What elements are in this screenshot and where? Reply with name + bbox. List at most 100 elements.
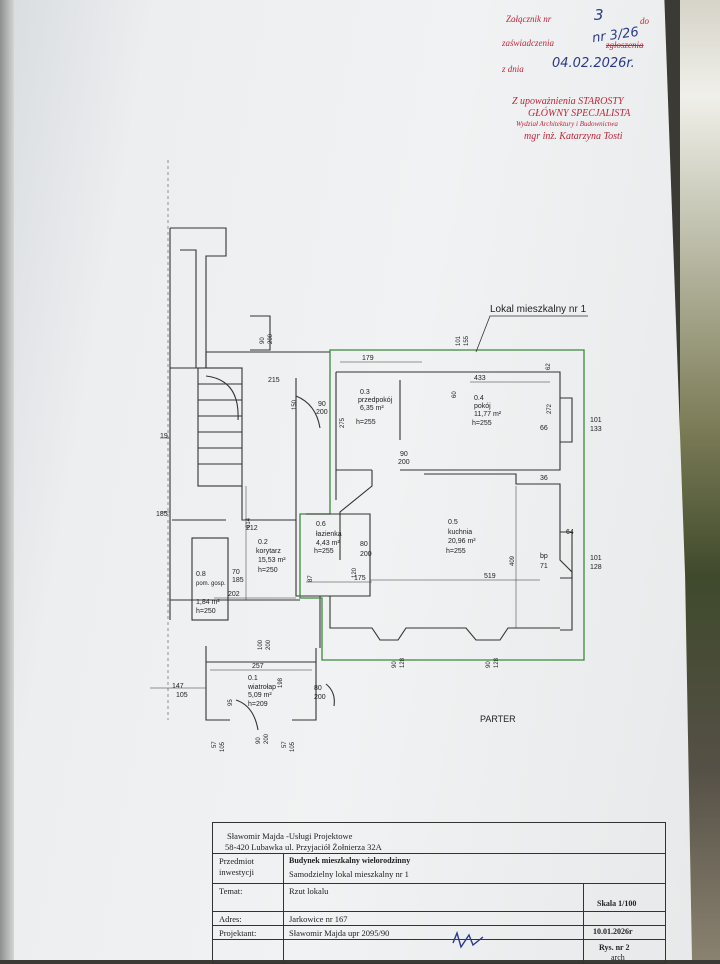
document-sheet <box>2 0 692 960</box>
dim-272: 272 <box>547 403 553 414</box>
dim-bp: bp <box>540 553 548 560</box>
investment-line-1: Budynek mieszkalny wielorodzinny <box>289 856 411 865</box>
dim-60: 60 <box>452 391 458 398</box>
authorization-name: mgr inż. Katarzyna Tosti <box>524 131 623 142</box>
dim-179: 179 <box>362 355 374 362</box>
document-date: 10.01.2026r <box>593 927 633 936</box>
dim-155-v: 155 <box>464 335 470 346</box>
room-0-8-height: h=250 <box>196 608 216 615</box>
room-0-3-area: 6,35 m² <box>360 405 384 412</box>
date-value: 04.02.2026r. <box>552 56 635 71</box>
sheet-edge-shadow <box>0 0 14 960</box>
room-0-5-area: 20,96 m² <box>448 538 476 545</box>
room-0-4-area: 11,77 m² <box>474 411 502 418</box>
address-label: Adres: <box>219 914 242 924</box>
row-divider <box>213 939 665 940</box>
dim-519: 519 <box>484 573 496 580</box>
label-column-divider <box>283 853 284 963</box>
date-label: z dnia <box>502 64 524 74</box>
dim-90-a: 90 <box>318 401 326 408</box>
dim-128: 128 <box>590 564 602 571</box>
dim-101-b: 101 <box>590 555 602 562</box>
room-0-8-id: 0.8 <box>196 571 206 578</box>
dim-36: 36 <box>540 475 548 482</box>
dim-215: 215 <box>268 377 280 384</box>
room-0-6-area: 4,43 m² <box>316 540 340 547</box>
dim-90-w2: 90 <box>486 661 492 668</box>
dim-62: 62 <box>546 363 552 370</box>
room-0-2-id: 0.2 <box>258 539 268 546</box>
dim-175: 175 <box>354 575 366 582</box>
dim-64: 64 <box>566 529 574 536</box>
room-0-1-name: wiatrołap <box>247 684 276 691</box>
dim-87: 87 <box>308 575 314 582</box>
row-divider <box>213 925 665 926</box>
room-0-8-name: pom. gosp. <box>196 581 226 587</box>
room-0-1-height: h=209 <box>248 701 268 708</box>
room-0-4-name: pokój <box>474 403 491 410</box>
dim-433: 433 <box>474 375 486 382</box>
investment-label: Przedmiot inwestycji <box>219 856 254 877</box>
dim-71: 71 <box>540 563 548 570</box>
address-value: Jarkowice nr 167 <box>289 914 348 924</box>
dim-147: 147 <box>172 683 184 690</box>
dim-200-b: 200 <box>398 459 410 466</box>
do-label: do <box>640 16 649 26</box>
dim-200-c: 200 <box>360 551 372 558</box>
dim-614: 614 <box>246 517 252 528</box>
dim-90-v: 90 <box>260 337 266 344</box>
row-divider <box>213 911 665 912</box>
room-0-6-height: h=255 <box>314 548 334 555</box>
attachment-label: Załącznik nr <box>506 14 552 24</box>
room-0-2-name: korytarz <box>256 548 281 555</box>
floor-plan-drawing: Lokal mieszkalny nr 1 PARTER 0.3 przedpo… <box>156 304 602 752</box>
title-block: Sławomir Majda -Usługi Projektowe 58-420… <box>212 822 666 964</box>
dim-200-v3: 200 <box>264 733 270 744</box>
firm-name: Sławomir Majda -Usługi Projektowe <box>227 831 353 841</box>
dim-185-a: 185 <box>156 511 168 518</box>
dim-101-a: 101 <box>590 417 602 424</box>
drawing-number: Rys. nr 2 <box>599 943 630 952</box>
dim-212: 212 <box>246 525 258 532</box>
row-divider <box>213 853 665 854</box>
dim-200-v: 200 <box>268 333 274 344</box>
room-0-5-height: h=255 <box>446 548 466 555</box>
dim-90-b: 90 <box>400 451 408 458</box>
designer-signature <box>452 930 484 949</box>
dim-19: 19 <box>160 433 168 440</box>
room-0-5-name: kuchnia <box>448 529 472 536</box>
dim-100-v: 100 <box>258 639 264 650</box>
dim-66: 66 <box>540 425 548 432</box>
dim-90-w1: 90 <box>392 661 398 668</box>
unit-label: Lokal mieszkalny nr 1 <box>490 304 587 315</box>
dim-202: 202 <box>228 591 240 598</box>
dim-275: 275 <box>340 417 346 428</box>
dim-128-w1: 128 <box>400 657 406 668</box>
firm-address: 58-420 Lubawka ul. Przyjaciół Żołnierza … <box>225 842 382 852</box>
room-0-1-area: 5,09 m² <box>248 692 272 699</box>
dim-101-v: 101 <box>456 335 462 346</box>
dim-133: 133 <box>590 426 602 433</box>
dim-185-b: 185 <box>232 577 244 584</box>
authorization-line-1: Z upoważnienia STAROSTY <box>512 96 624 107</box>
dim-95: 95 <box>228 699 234 706</box>
dim-90-v3: 90 <box>256 737 262 744</box>
room-0-3-height: h=255 <box>356 419 376 426</box>
room-0-2-height: h=250 <box>258 567 278 574</box>
certificate-label: zaświadczenia <box>502 38 555 48</box>
attachment-number: 3 <box>594 6 604 24</box>
dim-198: 198 <box>278 677 284 688</box>
authorization-line-2: GŁÓWNY SPECJALISTA <box>528 108 631 119</box>
drawing-branch: arch <box>611 953 625 962</box>
dim-200-d: 200 <box>314 694 326 701</box>
room-0-2-area: 15,53 m² <box>258 557 286 564</box>
dim-150: 150 <box>292 399 298 410</box>
room-0-8-area: 1,84 m² <box>196 599 220 606</box>
notice-label: zgłoszenia <box>606 40 644 50</box>
investment-line-2: Samodzielny lokal mieszkalny nr 1 <box>289 869 409 879</box>
subject-value: Rzut lokalu <box>289 886 329 896</box>
row-divider <box>213 883 665 884</box>
room-0-3-id: 0.3 <box>360 389 370 396</box>
room-0-1-id: 0.1 <box>248 675 258 682</box>
subject-label: Temat: <box>219 886 243 896</box>
